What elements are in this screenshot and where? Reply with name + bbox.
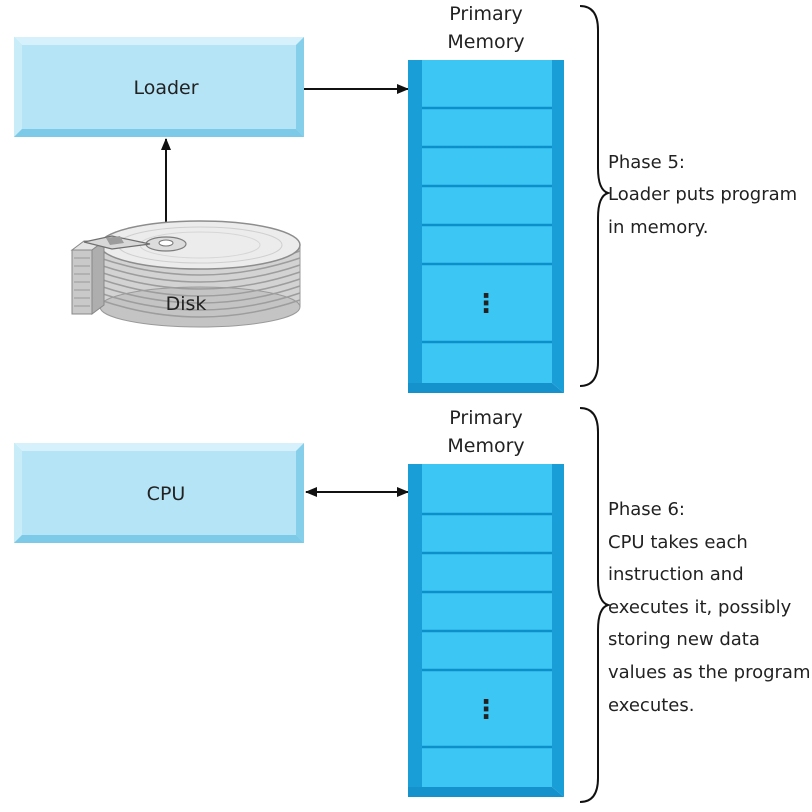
cpu-box: CPU [14, 443, 304, 543]
memory-title-line-2: Memory [447, 31, 524, 53]
cpu-label: CPU [147, 483, 186, 505]
loader-label: Loader [133, 77, 198, 99]
primary-memory-block: ⋮ [408, 464, 564, 797]
disk-icon: Disk [70, 220, 301, 328]
memory-title-line-1: Primary [449, 407, 522, 429]
phase6-group: CPU Primary Memory ⋮ Phase 6: CPU takes … [14, 407, 811, 803]
phase5-description-line-2: Loader puts program [608, 184, 797, 205]
phase5-description-line-1: Phase 5: [608, 152, 685, 173]
phase6-description-line-6: values as the program [608, 662, 811, 683]
phase6-description-line-4: executes it, possibly [608, 597, 792, 618]
memory-title-line-1: Primary [449, 3, 522, 25]
phase6-description-line-3: instruction and [608, 564, 744, 585]
disk-label: Disk [166, 293, 207, 315]
loader-box: Loader [14, 37, 304, 137]
phase5-brace [579, 5, 612, 387]
memory-ellipsis: ⋮ [473, 695, 499, 725]
phase5-group: Loader [14, 3, 797, 393]
phase6-brace [579, 407, 612, 803]
memory-title-line-2: Memory [447, 435, 524, 457]
phase6-description-line-2: CPU takes each [608, 532, 748, 553]
phase6-description-line-5: storing new data [608, 629, 760, 650]
phase6-description-line-7: executes. [608, 695, 694, 716]
primary-memory-block: ⋮ [408, 60, 564, 393]
phase5-description-line-3: in memory. [608, 217, 709, 238]
phase6-description-line-1: Phase 6: [608, 499, 685, 520]
memory-ellipsis: ⋮ [473, 289, 499, 319]
